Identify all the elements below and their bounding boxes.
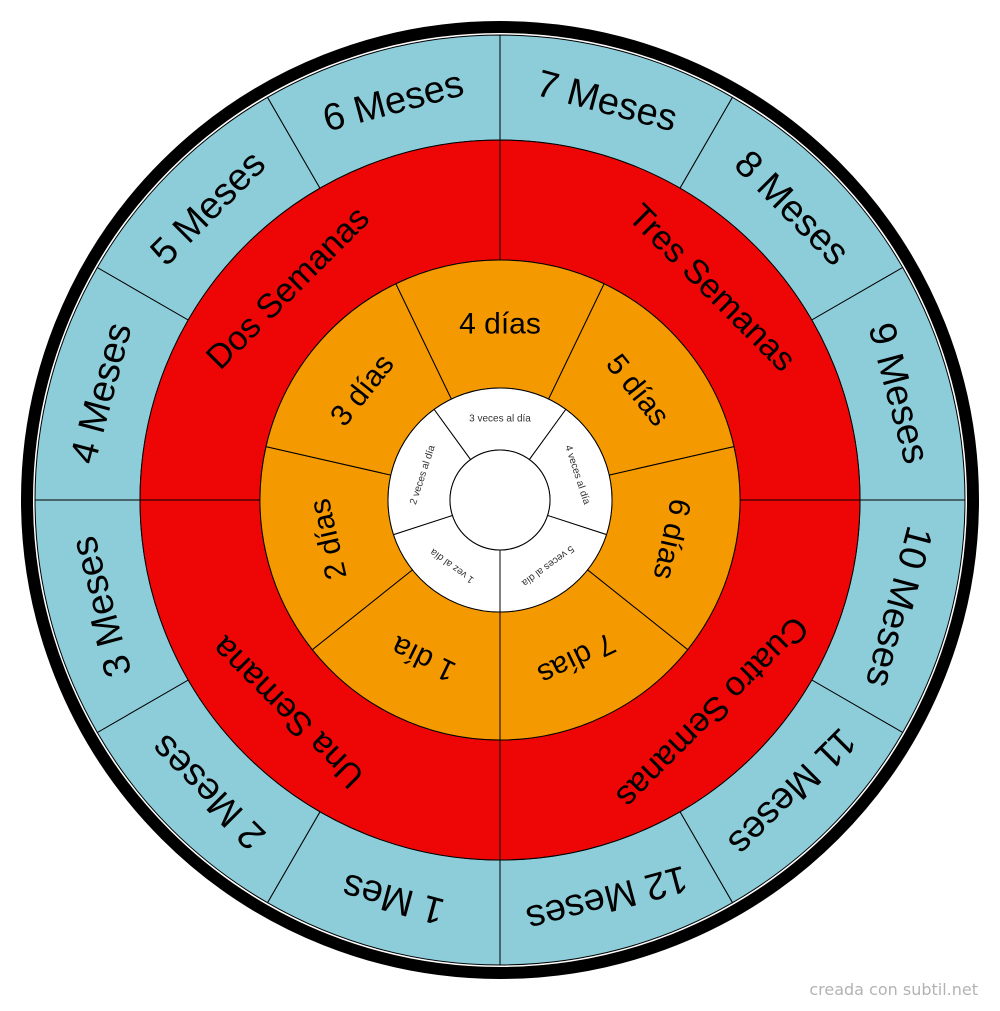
month-segment-4-meses: 4 Meses (34, 266, 189, 501)
month-segment-11-meses: 11 Meses (679, 679, 904, 904)
center-circle (449, 449, 551, 551)
footer-credit: creada con subtil.net (809, 980, 978, 999)
day-segment-2-dias: 2 días (259, 445, 414, 651)
day-segment-6-dias: 6 días (586, 445, 741, 651)
month-segment-7-meses: 7 Meses (499, 34, 734, 189)
day-segment-label: 4 días (459, 308, 541, 341)
month-segment-1-mes: 1 Mes (266, 811, 501, 966)
dose-segment-1-vez-al-dia: 1 vez al día (392, 514, 501, 613)
month-segment-12-meses: 12 Meses (499, 811, 734, 966)
month-segment-6-meses: 6 Meses (266, 34, 501, 189)
day-segment-3-dias: 3 días (265, 283, 453, 476)
month-segment-2-meses: 2 Meses (96, 679, 321, 904)
dose-segment-label: 3 veces al día (469, 414, 531, 425)
outer-rim (21, 21, 979, 979)
